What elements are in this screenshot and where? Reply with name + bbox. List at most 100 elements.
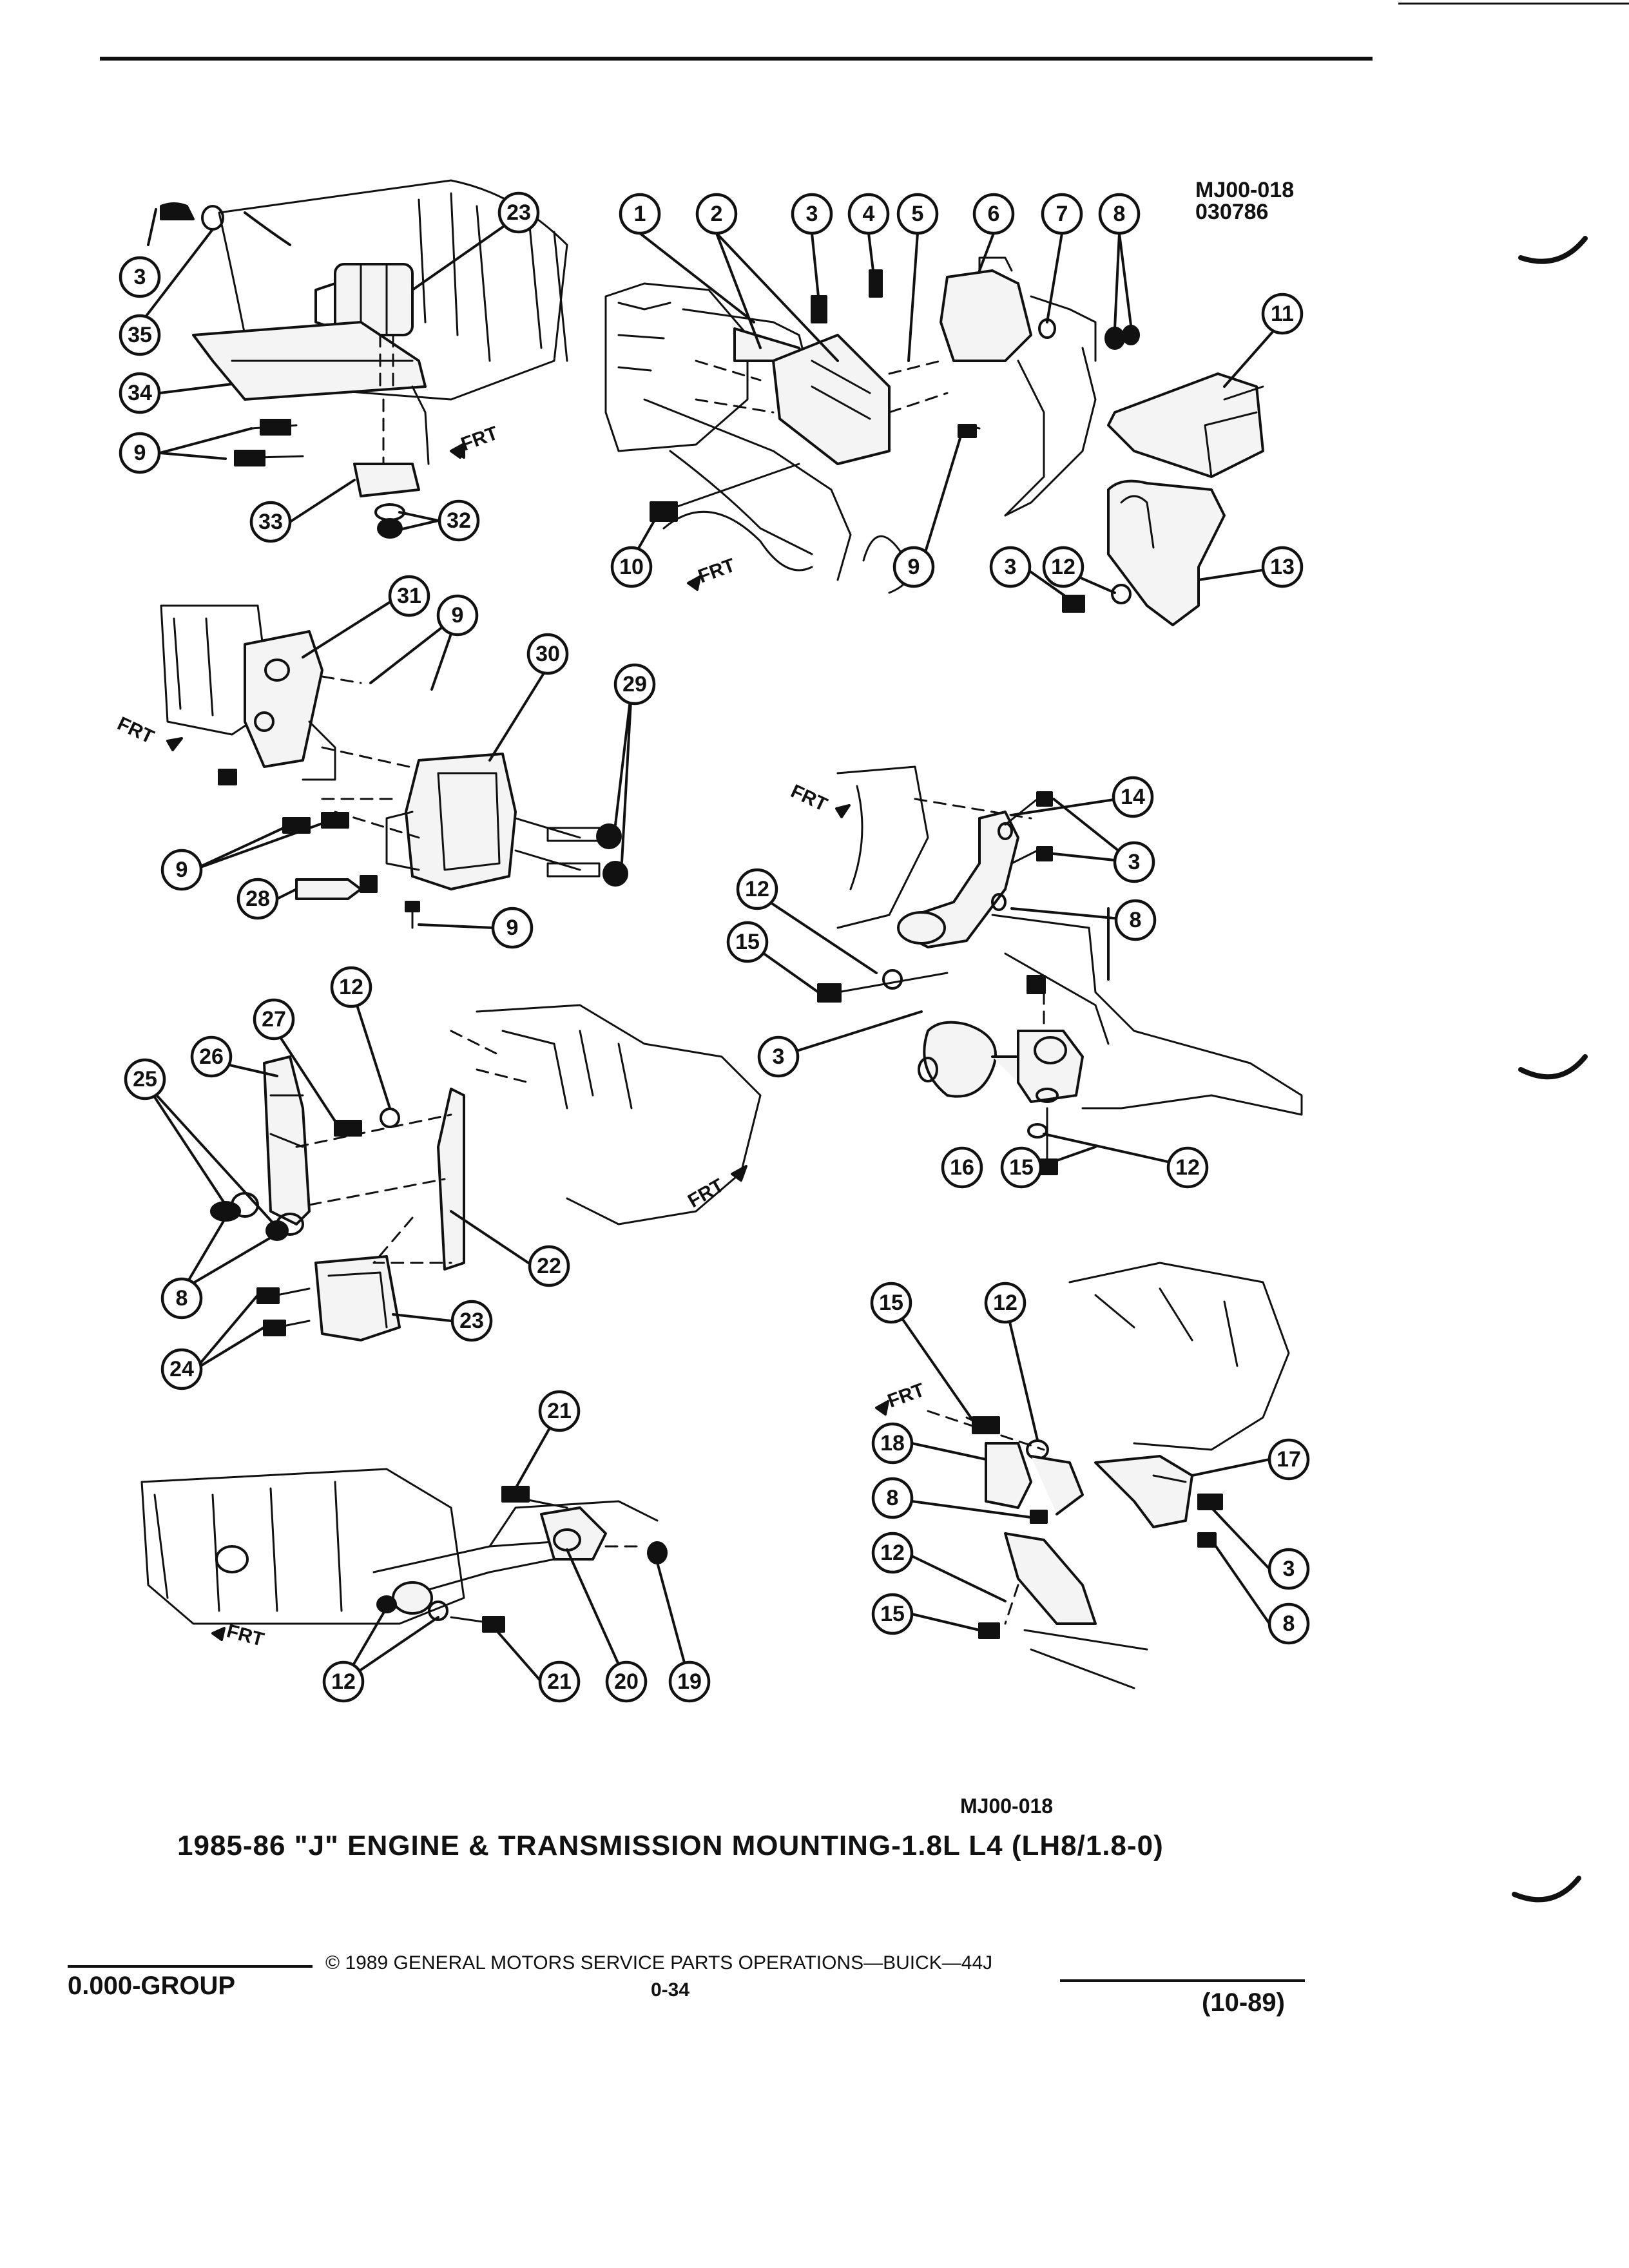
callout-12: 12 [330,966,372,1008]
view-e-transmission-mount [144,986,762,1370]
callout-7: 7 [1041,193,1083,235]
callout-8: 8 [871,1477,914,1519]
figure-code-top: MJ00-018 030786 [1195,179,1294,223]
callouts-view-d: 14 3 12 8 15 3 16 15 12 [726,776,1209,1189]
callouts-view-c: 31 9 30 29 9 28 9 [160,575,656,949]
callout-3: 3 [1268,1548,1310,1590]
svg-text:11: 11 [1271,302,1294,326]
svg-text:20: 20 [614,1669,639,1694]
view-b-right-mount [604,232,1274,626]
svg-text:9: 9 [452,603,464,628]
svg-text:8: 8 [176,1286,188,1311]
figure-code-bottom: MJ00-018 [960,1794,1054,1818]
callout-32: 32 [438,499,480,542]
figure-title: 1985-86 "J" ENGINE & TRANSMISSION MOUNTI… [177,1830,1164,1861]
page-number: 0-34 [651,1979,690,2001]
callouts-view-a: 3 35 23 34 9 33 32 [119,191,540,543]
svg-text:12: 12 [339,975,363,999]
callout-11: 11 [1261,293,1304,335]
revision-date: (10-89) [1202,1988,1285,2017]
frt-arrow-d: FRT [787,780,851,818]
svg-text:19: 19 [677,1669,702,1694]
callout-9: 9 [436,594,479,637]
binder-marks [1512,236,1588,1903]
callout-9: 9 [892,546,935,588]
callout-4: 4 [847,193,890,235]
callout-17: 17 [1268,1438,1310,1481]
callout-12: 12 [1166,1146,1209,1189]
svg-text:31: 31 [397,584,421,608]
svg-text:12: 12 [1051,555,1075,579]
callout-30: 30 [526,633,569,675]
svg-text:FRT: FRT [684,1175,728,1212]
callout-3: 3 [119,256,161,298]
callout-6: 6 [972,193,1015,235]
svg-text:27: 27 [262,1007,286,1032]
svg-text:8: 8 [887,1486,899,1510]
callout-15: 15 [1000,1146,1043,1189]
view-f-transmission-mount [890,1262,1290,1689]
svg-text:23: 23 [459,1309,484,1333]
svg-text:25: 25 [133,1067,157,1091]
callout-3: 3 [757,1035,800,1078]
callout-35: 35 [119,314,161,356]
svg-text:12: 12 [1175,1155,1200,1180]
svg-text:FRT: FRT [787,780,831,816]
svg-text:8: 8 [1113,202,1126,226]
callout-16: 16 [941,1146,983,1189]
svg-text:22: 22 [537,1254,561,1278]
svg-text:1: 1 [634,202,646,226]
callout-13: 13 [1261,546,1304,588]
top-right-rule [1398,3,1629,5]
frt-arrow-e: FRT [684,1165,747,1212]
callout-8: 8 [1268,1602,1310,1645]
svg-text:18: 18 [880,1431,905,1456]
callout-2: 2 [695,193,738,235]
callout-29: 29 [613,663,656,706]
frt-arrow-g: FRT [211,1620,266,1651]
svg-text:34: 34 [128,381,152,405]
frt-arrow-a: FRT [450,423,501,459]
view-g-lower-mount [140,1410,691,1683]
callout-12: 12 [322,1660,365,1703]
callout-18: 18 [871,1422,914,1465]
callout-10: 10 [610,546,653,588]
callout-23: 23 [497,191,540,234]
callouts-view-f: 15 12 18 17 8 3 12 8 15 [870,1282,1310,1645]
svg-text:FRT: FRT [224,1620,266,1651]
callout-33: 33 [249,501,292,543]
frt-arrow-b: FRT [687,555,738,591]
callout-24: 24 [160,1348,203,1390]
callout-26: 26 [190,1035,233,1078]
view-d-rear-mount [746,765,1303,1175]
svg-text:12: 12 [331,1669,356,1694]
svg-text:5: 5 [912,202,924,226]
callout-15: 15 [726,921,769,963]
callout-15: 15 [871,1593,914,1635]
view-a-front-mount [139,179,568,539]
footer-rule-right [1060,1979,1305,1982]
svg-text:9: 9 [176,858,188,882]
callouts-view-b: 1 2 3 4 5 6 7 8 11 10 9 3 12 13 [610,193,1304,588]
svg-text:26: 26 [199,1044,224,1069]
svg-text:21: 21 [547,1669,572,1694]
figure-code-line-2: 030786 [1195,200,1269,224]
callout-34: 34 [119,372,161,414]
callout-12: 12 [984,1282,1027,1324]
svg-text:4: 4 [863,202,875,226]
callout-14: 14 [1112,776,1154,818]
svg-text:29: 29 [622,672,647,697]
svg-text:23: 23 [506,200,531,225]
svg-text:13: 13 [1270,555,1295,579]
svg-text:15: 15 [735,930,760,954]
svg-text:2: 2 [711,202,723,226]
svg-text:7: 7 [1056,202,1068,226]
frt-arrow-f: FRT [875,1379,927,1416]
svg-text:3: 3 [773,1044,785,1069]
callout-5: 5 [896,193,939,235]
svg-text:9: 9 [908,555,920,579]
footer-rule-left [68,1965,313,1968]
svg-text:10: 10 [619,555,644,579]
svg-text:15: 15 [879,1291,903,1315]
